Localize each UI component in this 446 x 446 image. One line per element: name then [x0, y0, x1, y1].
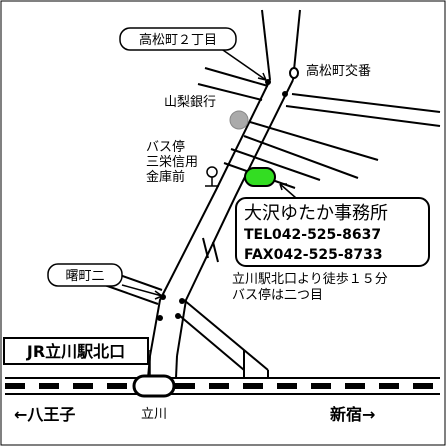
akebono-leader: [121, 284, 163, 297]
bank-road-bottom: [243, 135, 359, 179]
akebono-label: 曙町二: [65, 269, 104, 284]
bus-stop-icon: [205, 166, 219, 187]
railway: [5, 377, 440, 395]
takamatsu-2chome-box: [119, 27, 237, 51]
directions-walk: 立川駅北口より徒歩１５分: [232, 272, 388, 287]
office-road-top: [230, 148, 321, 181]
office-name: 大沢ゆたか事務所: [244, 203, 388, 224]
koban-icon: [289, 67, 299, 79]
southeast-road-bottom: [179, 315, 245, 371]
tachikawa-station-marker: [132, 374, 176, 398]
bank-marker: [229, 110, 249, 130]
dot-takamatsu-1: [265, 79, 271, 85]
akebono-leader-head: [154, 290, 163, 300]
yamanashi-bank-label: 山梨銀行: [164, 95, 216, 110]
east-road-bottom: [285, 105, 441, 127]
dot-akebono-3: [157, 315, 163, 321]
office-fax: FAX042-525-8733: [244, 247, 383, 263]
stub-road-2: [202, 237, 209, 259]
bus-stop-label-2: 三栄信用: [146, 155, 198, 170]
southeast-road-top: [183, 299, 269, 371]
office-tel: TEL042-525-8637: [244, 227, 381, 243]
dot-akebono-2: [179, 298, 185, 304]
office-pointer-arrow: [279, 183, 297, 199]
akebono-box: [47, 263, 123, 287]
main-road-left-edge: [149, 79, 271, 357]
dot-takamatsu-2: [282, 91, 288, 97]
office-marker: [244, 167, 276, 187]
jr-exit-box: [3, 337, 149, 365]
takamatsu-leader-head: [257, 72, 267, 81]
bank-road-top: [249, 121, 379, 161]
station-road-right: [175, 355, 178, 379]
bus-stop-label-1: バス停: [146, 139, 185, 155]
north-road-left: [261, 9, 271, 81]
east-road-top: [291, 93, 441, 113]
hachioji-label: ←八王子: [14, 405, 75, 424]
shinjuku-label: 新宿→: [330, 405, 375, 424]
leader-lines: [121, 47, 267, 376]
jr-exit-label: JR立川駅北口: [26, 342, 125, 361]
upper-left-road-top: [204, 67, 269, 87]
directions-bus: バス停は二つ目: [232, 287, 323, 303]
main-road-right-edge: [176, 79, 294, 357]
takamatsu-koban-label: 高松町交番: [306, 63, 371, 79]
tachikawa-label: 立川: [141, 407, 167, 422]
dot-akebono-4: [175, 313, 181, 319]
stub-road: [212, 241, 219, 263]
takamatsu-leader: [219, 47, 267, 81]
upper-left-road-bottom: [197, 83, 263, 101]
takamatsu-2chome-label: 高松町２丁目: [139, 32, 217, 48]
office-info-box: [235, 197, 430, 267]
bus-stop-label-3: 金庫前: [146, 169, 185, 185]
roads: [95, 9, 441, 379]
